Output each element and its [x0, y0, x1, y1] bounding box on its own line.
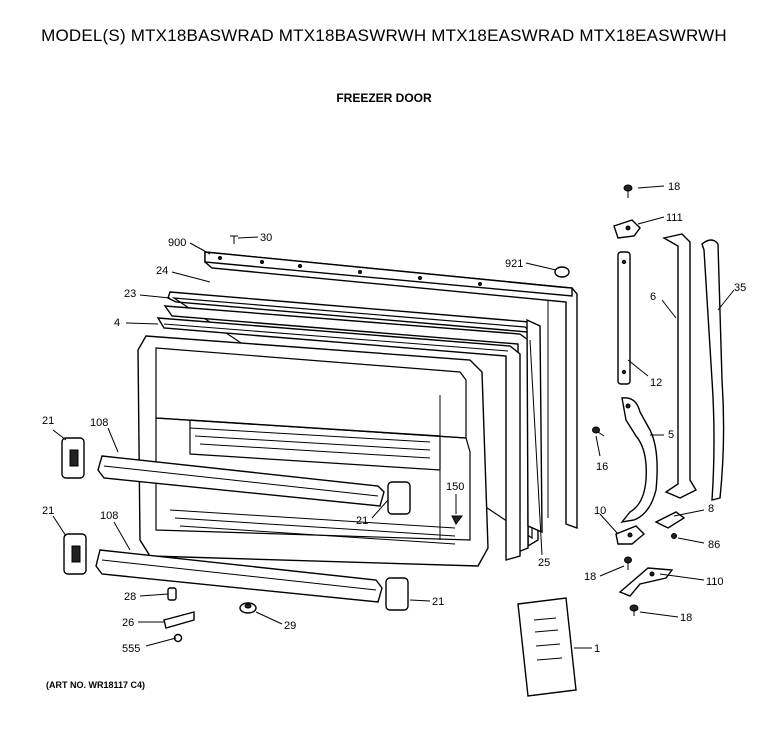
- callout-35: 35: [734, 282, 746, 294]
- callout-24: 24: [156, 265, 168, 277]
- screw-150: [451, 515, 463, 525]
- callout-150: 150: [446, 481, 464, 493]
- screw-18-top: [623, 184, 633, 198]
- callout-28: 28: [124, 591, 136, 603]
- model-numbers-title: MODEL(S) MTX18BASWRAD MTX18BASWRWH MTX18…: [41, 26, 727, 45]
- callout-26: 26: [122, 617, 134, 629]
- shelf-end-cap-right-upper: [387, 481, 411, 515]
- manual-1: [517, 597, 577, 697]
- handle-35: [701, 239, 725, 501]
- callout-10: 10: [594, 505, 606, 517]
- hinge-part-10: [615, 525, 646, 545]
- callout-900: 900: [168, 237, 186, 249]
- screw-86: [671, 533, 677, 539]
- screw-30: [230, 235, 238, 244]
- callout-12: 12: [650, 377, 662, 389]
- plug-921: [554, 266, 570, 278]
- shelf-end-cap-right-lower: [385, 577, 409, 611]
- callout-6: 6: [650, 291, 656, 303]
- liner-shelf-ribs-bottom: [169, 509, 456, 545]
- screw-18-mid: [624, 556, 632, 570]
- callout-921: 921: [505, 258, 523, 270]
- callout-21: 21: [42, 505, 54, 517]
- callout-8: 8: [708, 503, 714, 515]
- callout-25: 25: [538, 557, 550, 569]
- callout-86: 86: [708, 539, 720, 551]
- hinge-cap-111: [613, 219, 641, 239]
- screw-16: [592, 426, 605, 437]
- callout-111: 111: [666, 212, 683, 224]
- liner-shelf-ribs-top: [189, 427, 431, 459]
- art-number: (ART NO. WR18117 C4): [46, 680, 146, 690]
- bracket-8: [654, 511, 686, 529]
- liner-frame: [156, 317, 521, 561]
- door-outer-panel: [204, 251, 578, 529]
- callout-555: 555: [122, 643, 140, 655]
- callout-5: 5: [668, 429, 674, 441]
- callout-108: 108: [90, 417, 108, 429]
- callout-1: 1: [594, 643, 600, 655]
- callout-29: 29: [284, 620, 296, 632]
- hardware-26: [163, 611, 195, 629]
- door-shelf-lower: [95, 549, 383, 603]
- callout-16: 16: [596, 461, 608, 473]
- hinge-bar-12: [617, 251, 631, 385]
- callout-18: 18: [584, 571, 596, 583]
- callout-21: 21: [42, 415, 54, 427]
- door-liner: [137, 335, 489, 567]
- callout-21: 21: [356, 515, 368, 527]
- callout-4: 4: [114, 317, 120, 329]
- callout-labels: 18 111 30 900 921 35 24 23 6 4 12 21 108…: [42, 181, 746, 655]
- shelf-end-cap-left-lower: [63, 533, 87, 575]
- handle-mount-6: [662, 233, 697, 499]
- section-title: FREEZER DOOR: [336, 91, 432, 105]
- callout-18: 18: [668, 181, 680, 193]
- callout-110: 110: [706, 576, 724, 588]
- hardware-28: [167, 587, 177, 601]
- callout-21: 21: [432, 596, 444, 608]
- callout-18: 18: [680, 612, 692, 624]
- shelf-end-cap-left-upper: [61, 437, 85, 479]
- callout-30: 30: [260, 232, 272, 244]
- grommet-29: [239, 602, 257, 614]
- callout-23: 23: [124, 288, 136, 300]
- callout-108: 108: [100, 510, 118, 522]
- door-shelf-upper: [97, 455, 385, 507]
- handle-grip-5: [620, 397, 658, 523]
- screw-18-bottom: [629, 604, 639, 616]
- hinge-bracket-110: [618, 567, 674, 597]
- leader-lines: [52, 185, 735, 649]
